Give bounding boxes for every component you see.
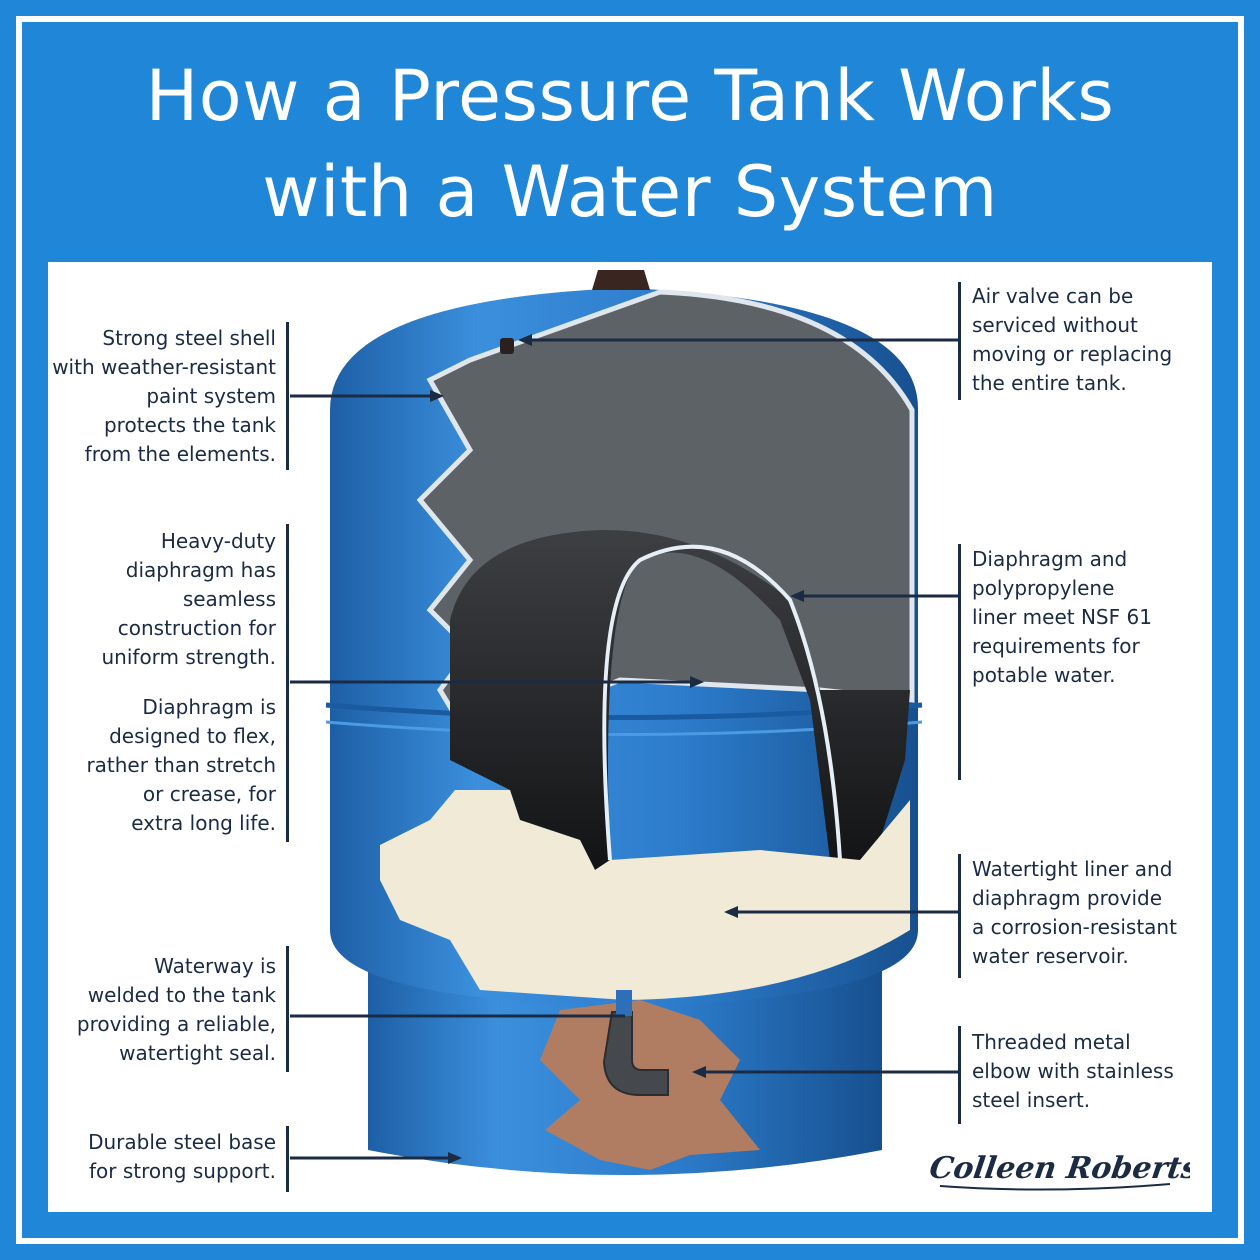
waterway-pipe (616, 990, 632, 1016)
label-line: Waterway is (154, 954, 276, 978)
label-nsf-61: Diaphragm and polypropylene liner meet N… (972, 545, 1202, 690)
label-line: extra long life. (131, 811, 276, 835)
top-fitting (592, 270, 650, 290)
label-line: polypropylene (972, 576, 1115, 600)
title-line-2: with a Water System (262, 151, 998, 233)
label-line: uniform strength. (101, 645, 277, 669)
label-line: protects the tank (103, 413, 276, 437)
label-steel-base: Durable steel base for strong support. (40, 1128, 276, 1186)
label-line: steel insert. (972, 1088, 1091, 1112)
page-title: How a Pressure Tank Works with a Water S… (30, 48, 1230, 240)
label-line: requirements for (972, 634, 1140, 658)
label-line: serviced without (972, 313, 1138, 337)
label-line: Diaphragm and (972, 547, 1128, 571)
frame-border (16, 16, 1244, 1244)
label-line: Heavy-duty (160, 529, 276, 553)
left-bar-1 (286, 322, 289, 470)
label-metal-elbow: Threaded metal elbow with stainless stee… (972, 1028, 1202, 1115)
label-line: a corrosion-resistant (972, 915, 1177, 939)
label-line: the entire tank. (972, 371, 1127, 395)
label-line: for strong support. (88, 1159, 276, 1183)
label-air-valve: Air valve can be serviced without moving… (972, 282, 1202, 398)
left-bar-2 (286, 524, 289, 842)
title-line-1: How a Pressure Tank Works (145, 55, 1115, 137)
label-line: diaphragm provide (972, 886, 1162, 910)
label-steel-shell: Strong steel shell with weather-resistan… (40, 324, 276, 469)
right-bar-2 (958, 544, 961, 780)
metal-elbow (602, 1011, 669, 1096)
label-line: Watertight liner and (972, 857, 1173, 881)
label-line: diaphragm has (125, 558, 276, 582)
label-line: Diaphragm is (142, 695, 276, 719)
left-bar-3 (286, 946, 289, 1072)
label-line: seamless (182, 587, 276, 611)
label-line: Durable steel base (88, 1130, 276, 1154)
right-bar-3 (958, 854, 961, 978)
label-line: Strong steel shell (102, 326, 276, 350)
label-line: liner meet NSF 61 (972, 605, 1152, 629)
air-valve (500, 338, 514, 354)
label-watertight-liner: Watertight liner and diaphragm provide a… (972, 855, 1202, 971)
label-line: from the elements. (84, 442, 276, 466)
label-line: rather than stretch (86, 753, 276, 777)
brand-text: Colleen Roberts (930, 1151, 1190, 1186)
label-line: elbow with stainless (972, 1059, 1174, 1083)
left-bar-4 (286, 1126, 289, 1192)
right-bar-1 (958, 282, 961, 400)
brand-signature: Colleen Roberts (930, 1151, 1190, 1191)
label-line: water reservoir. (972, 944, 1129, 968)
label-line: welded to the tank (87, 983, 276, 1007)
label-line: or crease, for (142, 782, 276, 806)
diaphragm (450, 529, 910, 870)
label-line: designed to flex, (109, 724, 276, 748)
label-line: Threaded metal (972, 1030, 1131, 1054)
label-line: with weather-resistant (52, 355, 276, 379)
label-line: Air valve can be (972, 284, 1134, 308)
label-line: watertight seal. (119, 1041, 276, 1065)
label-line: paint system (146, 384, 276, 408)
label-line: potable water. (972, 663, 1116, 687)
label-line: providing a reliable, (76, 1012, 276, 1036)
label-diaphragm-flex: Diaphragm is designed to flex, rather th… (40, 693, 276, 838)
label-waterway: Waterway is welded to the tank providing… (40, 952, 276, 1068)
right-bar-4 (958, 1026, 961, 1124)
label-line: moving or replacing (972, 342, 1173, 366)
water-reservoir (380, 790, 910, 1000)
label-heavy-duty-diaphragm: Heavy-duty diaphragm has seamless constr… (40, 527, 277, 672)
label-line: construction for (117, 616, 276, 640)
